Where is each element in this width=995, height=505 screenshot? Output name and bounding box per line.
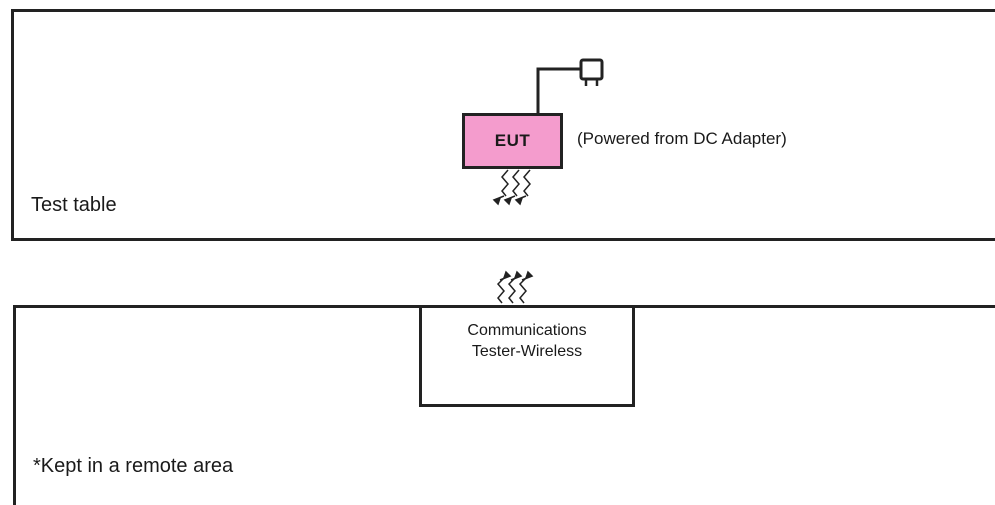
eut-wireless-signal-icon <box>492 169 531 206</box>
dc-adapter-plug-icon <box>579 58 604 86</box>
communications-tester-block: Communications Tester-Wireless <box>419 305 635 407</box>
tester-wireless-signal-icon <box>496 270 534 304</box>
power-cord-line <box>536 67 580 113</box>
test-table-label: Test table <box>31 194 117 216</box>
remote-area-note: *Kept in a remote area <box>33 455 234 477</box>
diagram-connections <box>492 58 604 304</box>
tester-label-line1: Communications <box>467 322 587 339</box>
eut-block: EUT <box>462 113 563 169</box>
eut-power-note: (Powered from DC Adapter) <box>577 129 787 148</box>
eut-label: EUT <box>494 131 531 150</box>
test-table-region <box>11 9 995 241</box>
tester-label-line2: Tester-Wireless <box>471 343 583 360</box>
